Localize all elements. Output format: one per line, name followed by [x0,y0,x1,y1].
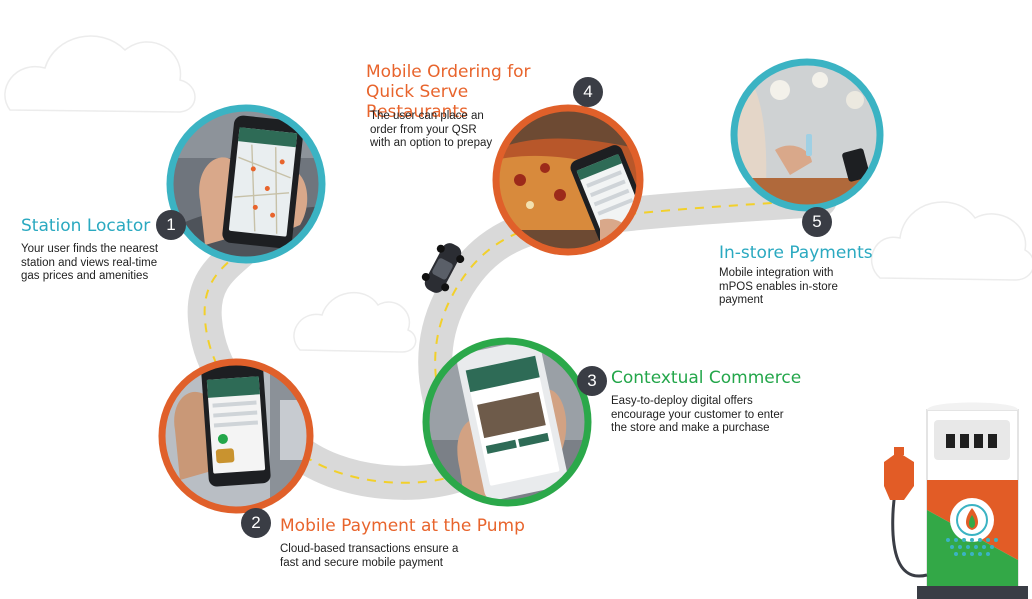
stage-4-title: Mobile Ordering for Quick Serve Restaura… [366,62,531,122]
stage-1-title: Station Locator [21,216,151,236]
stage-5-title: In-store Payments [719,243,873,263]
cloud-icon [4,35,196,113]
stage-1-description: Your user finds the nearest station and … [21,243,159,282]
gas-pump-icon [884,402,1028,599]
stage-5-description: Mobile integration with mPOS enables in-… [719,267,838,306]
stage-2-photo [158,358,314,514]
cloud-icon [293,291,417,353]
stage-3-description: Easy-to-deploy digital offers encourage … [611,395,784,434]
car-icon [421,243,465,293]
stage-2-number-badge: 2 [241,508,271,538]
stage-4-description: The user can place an order from your QS… [370,110,493,149]
stage-3-title: Contextual Commerce [611,368,802,388]
stage-2-description: Cloud-based transactions ensure a fast a… [280,543,459,569]
stage-4-number-badge: 4 [573,77,603,107]
stage-2-title: Mobile Payment at the Pump [280,516,525,536]
stage-1-photo [166,104,326,264]
stage-3-number-badge: 3 [577,366,607,396]
stage-1-number-badge: 1 [156,210,186,240]
cloud-icon [870,201,1032,281]
stage-3-photo [422,337,592,507]
stage-4-photo [492,104,644,256]
stage-5-number-badge: 5 [802,207,832,237]
stage-5-photo [730,58,884,212]
